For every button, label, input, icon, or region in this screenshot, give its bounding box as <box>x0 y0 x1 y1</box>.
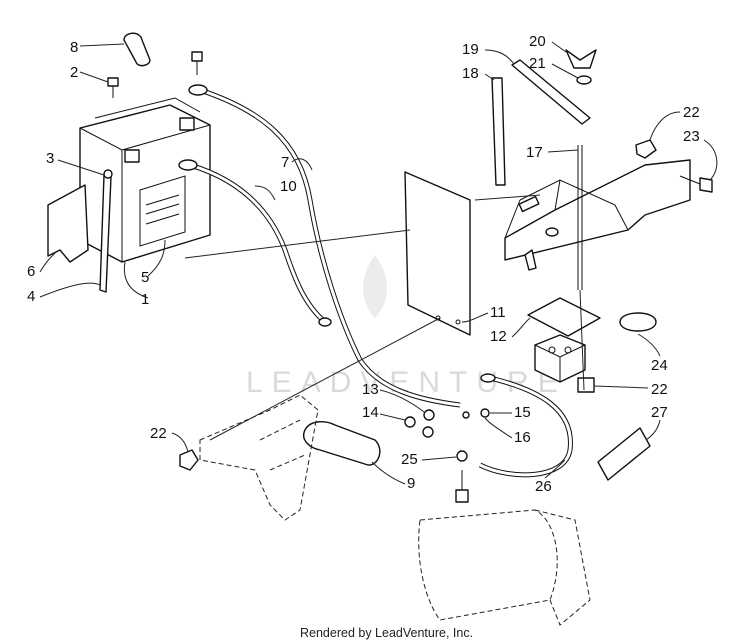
relay-nut <box>577 377 595 393</box>
cable-screw <box>191 51 203 62</box>
callout-7: 7 <box>281 154 289 171</box>
spring <box>597 427 651 481</box>
callout-15: 15 <box>514 404 531 421</box>
battery-assembly <box>47 32 211 293</box>
battery-terminal-negative <box>124 149 140 163</box>
watermark-flame-icon <box>362 255 388 318</box>
callout-5: 5 <box>141 269 149 286</box>
callout-20: 20 <box>529 33 546 50</box>
terminal-screw <box>107 77 119 87</box>
starter-terminal <box>455 489 469 503</box>
callout-22-top: 22 <box>683 104 700 121</box>
callout-9: 9 <box>407 475 415 492</box>
callout-22-left: 22 <box>150 425 167 442</box>
box-hole <box>545 227 559 237</box>
footer-credit: Rendered by LeadVenture, Inc. <box>300 626 473 640</box>
callout-19: 19 <box>462 41 479 58</box>
box-slot <box>518 195 540 213</box>
callout-13: 13 <box>362 381 379 398</box>
callout-10: 10 <box>280 178 297 195</box>
terminal-boot <box>123 32 151 67</box>
callout-21: 21 <box>529 55 546 72</box>
callout-14: 14 <box>362 404 379 421</box>
callout-25: 25 <box>401 451 418 468</box>
battery-cables <box>178 84 461 408</box>
callout-26: 26 <box>535 478 552 495</box>
mounting-plate <box>404 171 471 336</box>
nut-small <box>404 416 416 428</box>
negative-cable-ring <box>178 159 198 171</box>
engine-bracket <box>179 394 319 521</box>
callout-22-mid: 22 <box>651 381 668 398</box>
battery-label <box>139 175 186 247</box>
relay-assembly <box>527 297 601 393</box>
callout-27: 27 <box>651 404 668 421</box>
box-stud <box>524 249 537 271</box>
vent-fitting <box>103 169 113 179</box>
relay-bracket <box>527 297 601 337</box>
washer-small <box>480 408 490 418</box>
callout-8: 8 <box>70 39 78 56</box>
starter-motor <box>418 470 591 626</box>
hold-down-strap <box>511 59 591 125</box>
strap-rod <box>491 77 506 186</box>
positive-cable-ring <box>188 84 208 96</box>
bracket-nut <box>179 449 199 471</box>
wing-nut <box>565 49 597 69</box>
lock-washer <box>423 409 435 421</box>
nut-small-2 <box>422 426 434 438</box>
bolt <box>699 177 713 193</box>
callout-12: 12 <box>490 328 507 345</box>
callout-11: 11 <box>490 304 506 321</box>
callout-4: 4 <box>27 288 35 305</box>
callout-23: 23 <box>683 128 700 145</box>
washer <box>576 75 592 85</box>
callout-1: 1 <box>141 291 149 308</box>
callout-18: 18 <box>462 65 479 82</box>
flange-nut <box>635 139 657 159</box>
negative-cable-end <box>318 317 332 327</box>
battery-box-assembly <box>491 49 713 290</box>
callouts: 8 2 3 6 4 5 1 7 10 19 18 20 21 22 23 17 … <box>27 33 718 495</box>
nut-25 <box>456 450 468 462</box>
callout-16: 16 <box>514 429 531 446</box>
starter-cable-ring <box>480 373 496 383</box>
callout-6: 6 <box>27 263 35 280</box>
battery-terminal-positive <box>179 117 195 131</box>
battery-bracket <box>47 184 89 263</box>
starter-boot <box>303 421 381 466</box>
battery-box <box>504 159 691 261</box>
callout-2: 2 <box>70 64 78 81</box>
callout-24: 24 <box>651 357 668 374</box>
retaining-ring <box>619 312 657 332</box>
callout-17: 17 <box>526 144 543 161</box>
nut-tiny <box>462 411 470 419</box>
callout-3: 3 <box>46 150 54 167</box>
